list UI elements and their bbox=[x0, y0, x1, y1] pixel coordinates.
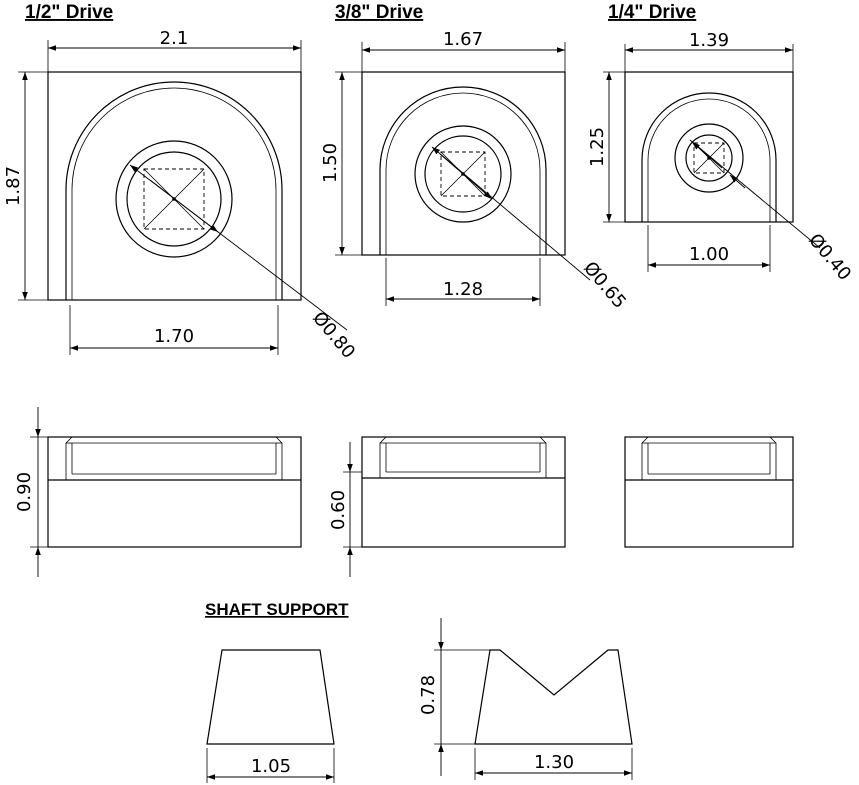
half-height-label: 1.87 bbox=[3, 166, 24, 206]
three-eighths-width-label: 1.67 bbox=[443, 29, 483, 50]
shaft-left-width-label: 1.05 bbox=[251, 756, 291, 777]
title-half-drive: 1/2" Drive bbox=[25, 2, 113, 23]
half-width-label: 2.1 bbox=[160, 28, 189, 49]
quarter-drive-top-view bbox=[603, 44, 821, 272]
title-shaft-support: SHAFT SUPPORT bbox=[205, 600, 349, 619]
three-eighths-side-height-label: 0.60 bbox=[328, 490, 349, 530]
shaft-support-side-view bbox=[434, 618, 633, 780]
shaft-right-width-label: 1.30 bbox=[534, 752, 574, 773]
three-eighths-drive-top-view bbox=[335, 42, 591, 306]
half-diameter-label: Ø0.80 bbox=[308, 308, 359, 363]
half-drive-top-view bbox=[18, 40, 348, 355]
quarter-height-label: 1.25 bbox=[587, 127, 608, 167]
quarter-diameter-label: Ø0.40 bbox=[804, 230, 855, 285]
three-eighths-height-label: 1.50 bbox=[320, 143, 341, 183]
title-three-eighths-drive: 3/8" Drive bbox=[335, 2, 423, 23]
title-quarter-drive: 1/4" Drive bbox=[608, 2, 696, 23]
three-eighths-drive-side-view bbox=[343, 436, 566, 577]
three-eighths-inner-width-label: 1.28 bbox=[443, 279, 483, 300]
half-side-height-label: 0.90 bbox=[14, 472, 35, 512]
shaft-height-label: 0.78 bbox=[418, 675, 439, 715]
half-inner-width-label: 1.70 bbox=[154, 326, 194, 347]
quarter-width-label: 1.39 bbox=[689, 30, 729, 51]
three-eighths-diameter-label: Ø0.65 bbox=[579, 258, 630, 313]
shaft-support-front-view bbox=[206, 649, 335, 783]
half-drive-side-view bbox=[30, 407, 302, 577]
quarter-inner-width-label: 1.00 bbox=[689, 244, 729, 265]
quarter-drive-side-view bbox=[624, 436, 794, 548]
